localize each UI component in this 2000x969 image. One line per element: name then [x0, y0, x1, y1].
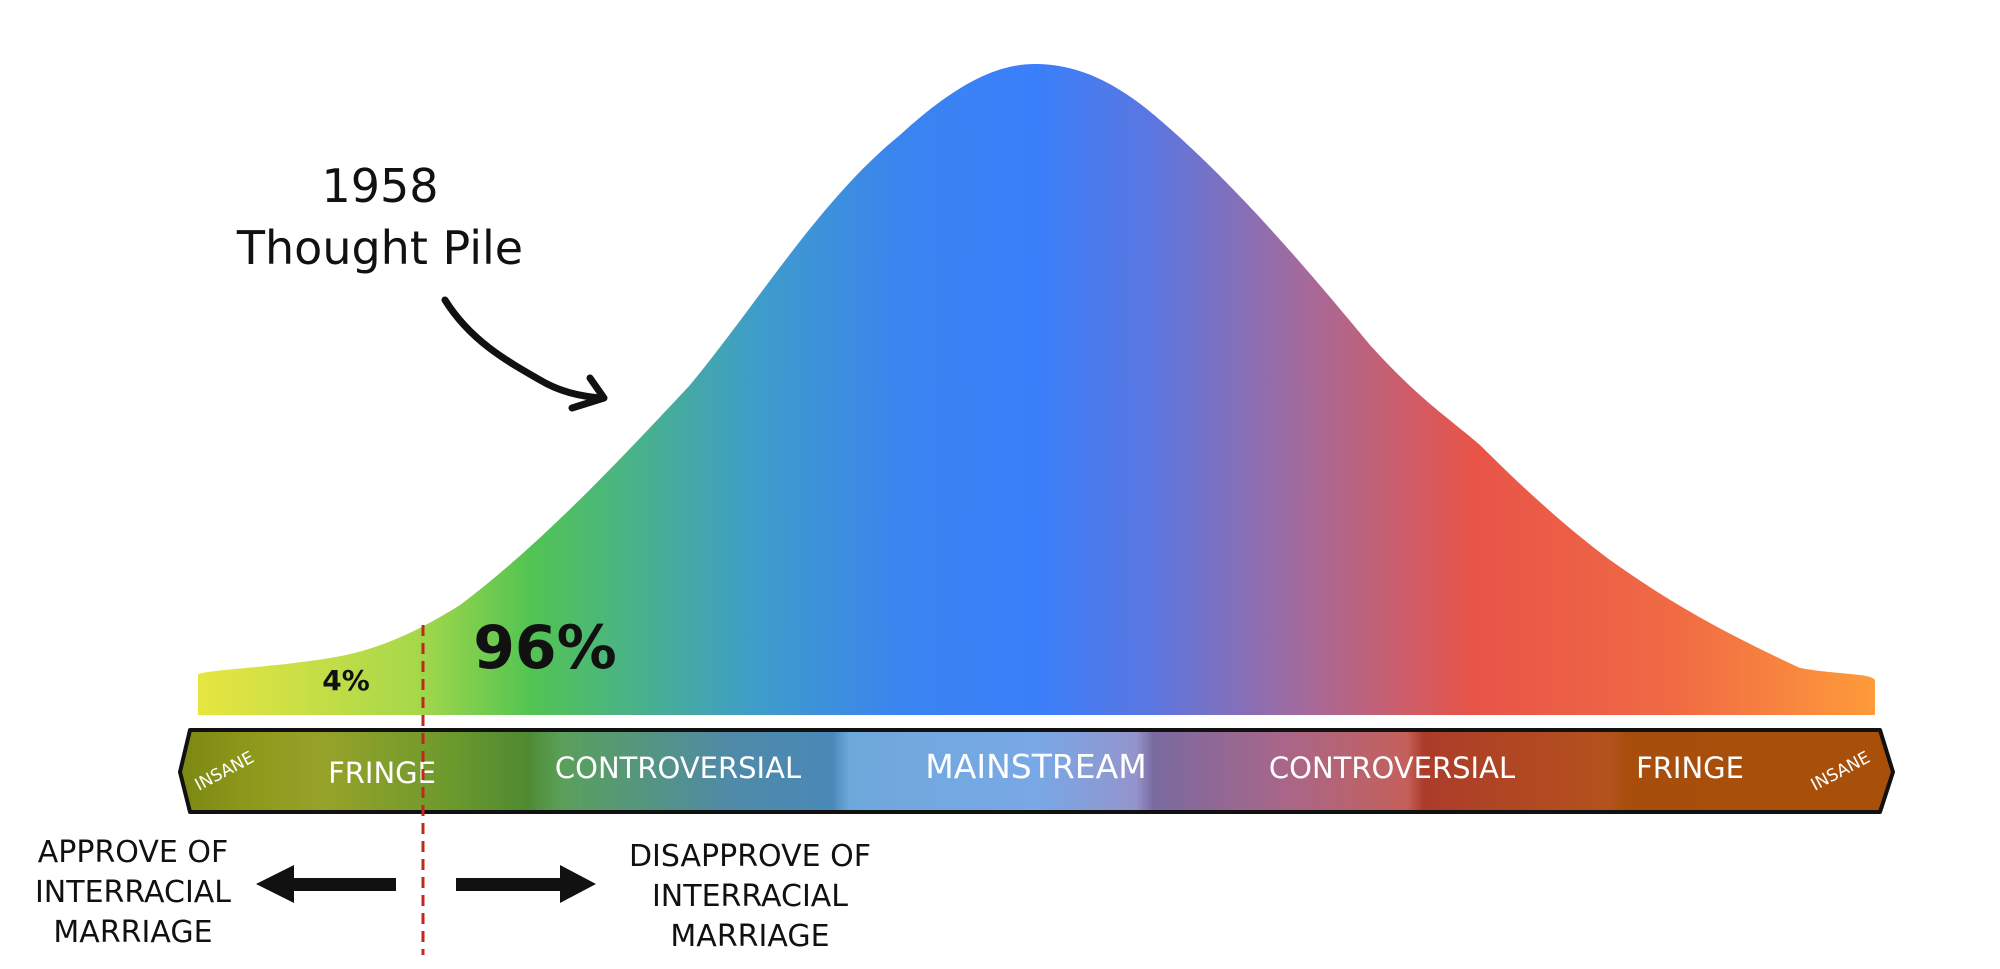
annotation-year: 1958	[321, 159, 438, 213]
segment-controversial-right: CONTROVERSIAL	[1269, 751, 1515, 785]
segment-fringe-left: FRINGE	[328, 756, 436, 790]
right-caption-line-3: MARRIAGE	[670, 919, 829, 954]
left-caption-line-3: MARRIAGE	[53, 915, 212, 950]
left-arrow-shaft	[290, 878, 396, 891]
left-arrow-icon	[256, 865, 294, 903]
right-caption-line-2: INTERRACIAL	[652, 879, 848, 914]
bell-curve	[198, 64, 1875, 715]
segment-mainstream: MAINSTREAM	[925, 747, 1146, 786]
percent-right: 96%	[473, 613, 617, 683]
segment-controversial-left: CONTROVERSIAL	[555, 751, 801, 785]
left-caption-line-1: APPROVE OF	[38, 835, 229, 870]
spectrum-bar	[178, 728, 1895, 814]
right-arrow-icon	[560, 865, 596, 903]
annotation-arrow	[441, 296, 604, 402]
right-arrow-shaft	[456, 878, 566, 891]
left-caption-line-2: INTERRACIAL	[35, 875, 231, 910]
annotation-caption: Thought Pile	[236, 221, 523, 275]
segment-fringe-right: FRINGE	[1636, 751, 1744, 785]
right-caption-line-1: DISAPPROVE OF	[629, 839, 871, 874]
percent-left: 4%	[322, 664, 370, 697]
annotation-arrow-head-icon	[568, 374, 608, 412]
